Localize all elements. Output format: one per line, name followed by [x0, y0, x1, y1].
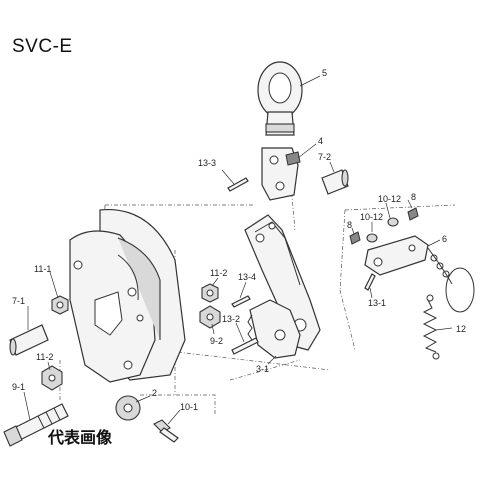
part-labels: 5 4 13-3 7-2 10-12 8 10-12 8 6 11-1 11-2… [12, 68, 466, 412]
model-title: SVC-E [12, 36, 73, 57]
label-5: 5 [322, 68, 327, 78]
part-12-spring [422, 294, 440, 360]
part-4-link [261, 147, 301, 201]
label-4: 4 [318, 136, 323, 146]
part-lever-arm [244, 214, 321, 351]
label-13-4: 13-4 [238, 272, 256, 282]
part-2-roller [115, 395, 141, 421]
part-10-12-washer-right [387, 217, 399, 227]
part-7-2-pin [321, 169, 349, 195]
label-10-12-a: 10-12 [378, 194, 401, 204]
label-12: 12 [456, 324, 466, 334]
label-13-1: 13-1 [368, 298, 386, 308]
leader-lines [23, 75, 453, 425]
part-10-12-washer-left [366, 233, 378, 243]
label-13-2: 13-2 [222, 314, 240, 324]
part-main-body [69, 208, 186, 383]
part-9-1-bolt [3, 403, 69, 447]
label-7-1: 7-1 [12, 296, 25, 306]
part-3-1-cam [247, 299, 301, 359]
label-8-b: 8 [347, 220, 352, 230]
part-5-lifting-eye [257, 61, 303, 136]
label-13-3: 13-3 [198, 158, 216, 168]
part-13-4-pin [231, 295, 251, 308]
label-11-2-a: 11-2 [210, 268, 227, 278]
label-6: 6 [442, 234, 447, 244]
part-9-2-washer [199, 305, 221, 329]
part-8-screw-left [349, 231, 361, 245]
part-7-1-pin [9, 324, 49, 356]
label-2: 2 [152, 388, 157, 398]
label-3-1: 3-1 [256, 364, 269, 374]
part-13-3-pin [227, 177, 249, 192]
label-7-2: 7-2 [318, 152, 331, 162]
label-10-1: 10-1 [180, 402, 198, 412]
part-13-1-pin [364, 273, 376, 291]
label-9-2: 9-2 [210, 336, 223, 346]
label-10-12-b: 10-12 [360, 212, 383, 222]
representative-image-caption: 代表画像 [48, 428, 113, 447]
part-6-bracket [364, 235, 475, 313]
part-11-2-nut-upper [201, 283, 219, 303]
part-8-screw-right [407, 207, 419, 221]
label-11-2-b: 11-2 [36, 352, 53, 362]
label-11-1: 11-1 [34, 264, 51, 274]
part-11-1-nut [51, 295, 69, 315]
part-10-1-screw [153, 419, 179, 443]
label-9-1: 9-1 [12, 382, 25, 392]
label-8-a: 8 [411, 192, 416, 202]
part-13-2-pin [231, 337, 259, 355]
part-11-2-nut-lower [41, 365, 63, 391]
